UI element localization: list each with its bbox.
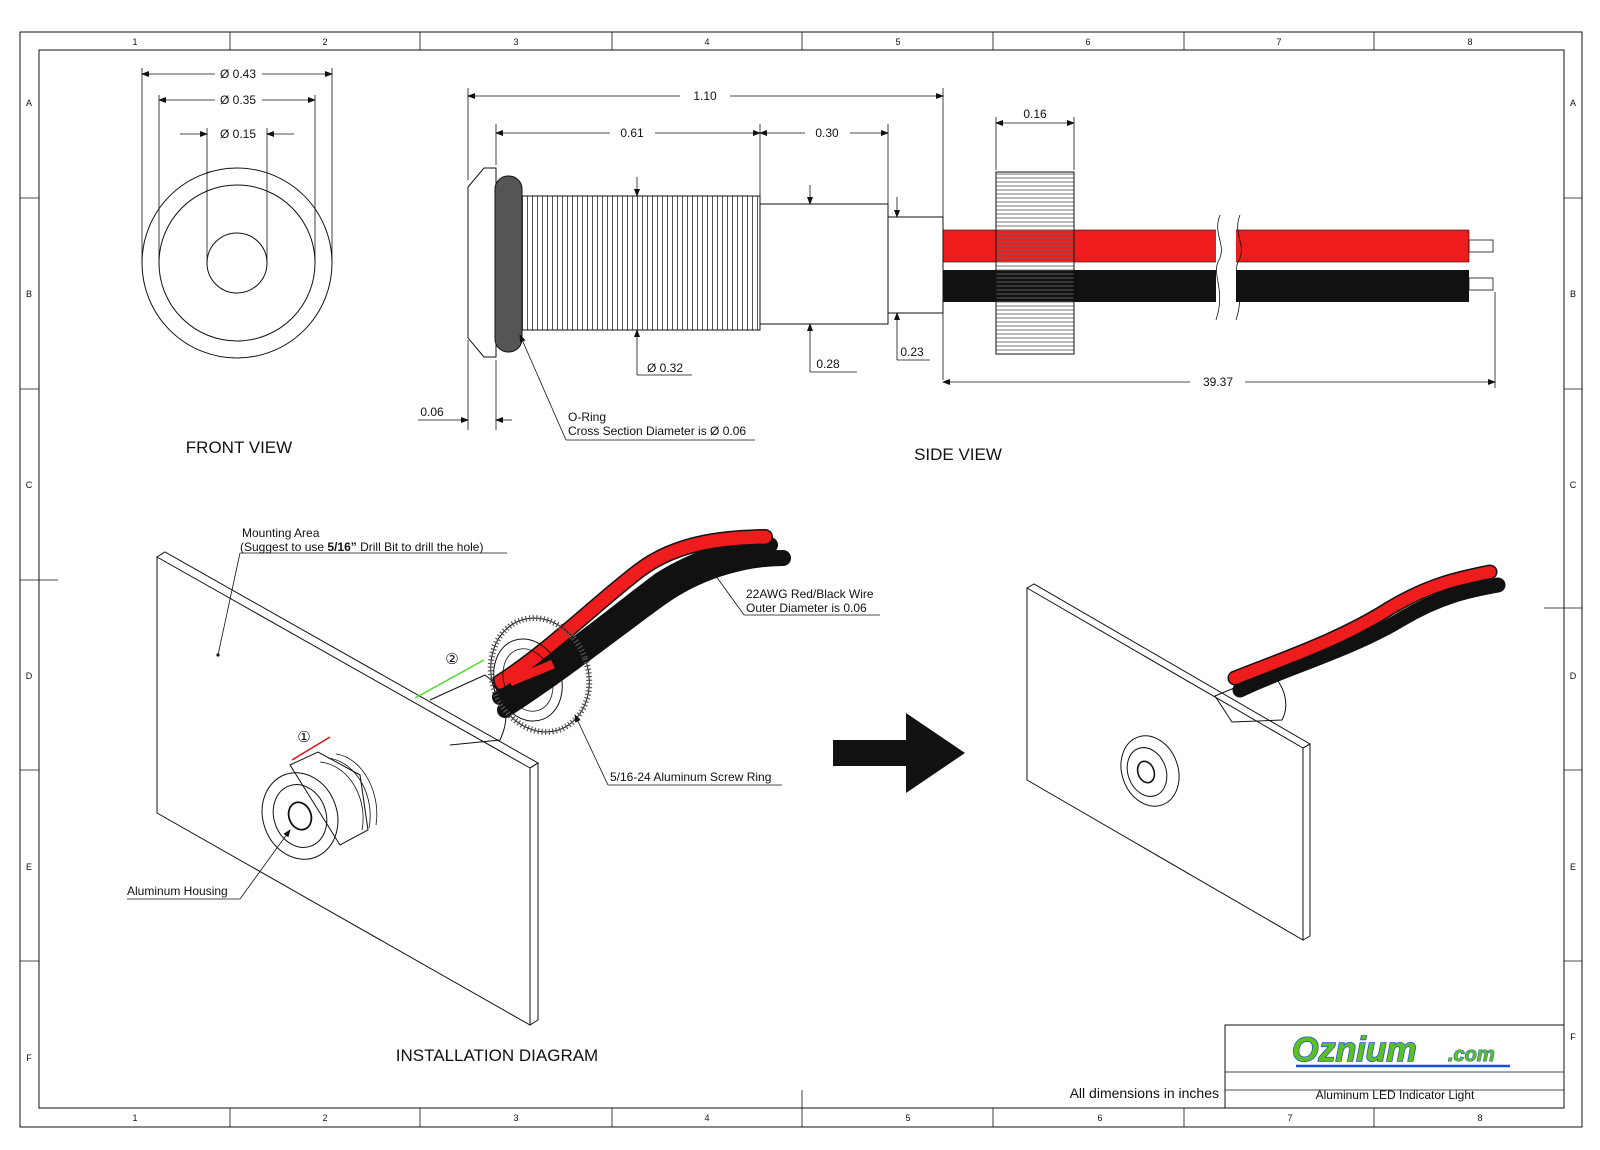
screw-ring-label: 5/16-24 Aluminum Screw Ring: [610, 770, 771, 784]
red-wire-tip: [1468, 239, 1494, 253]
housing-label: Aluminum Housing: [127, 884, 228, 898]
logo-main: Oznium: [1292, 1031, 1417, 1069]
col-label: 5: [895, 37, 900, 47]
dim-outer-diameter: Ø 0.43: [220, 67, 256, 81]
oring-note-title: O-Ring: [568, 410, 606, 424]
dim-overall-length: 1.10: [693, 89, 717, 103]
smooth-body: [759, 203, 889, 325]
col-label: 6: [1085, 37, 1090, 47]
o-ring: [494, 175, 523, 353]
col-label: 3: [513, 1113, 518, 1123]
mounted-panel: [1026, 587, 1304, 941]
row-label: D: [26, 671, 33, 681]
column-labels-top: 1 2 3 4 5 6 7 8: [132, 37, 1472, 47]
row-label: D: [1570, 671, 1577, 681]
product-name: Aluminum LED Indicator Light: [1316, 1088, 1475, 1102]
black-wire-tip: [1468, 277, 1494, 291]
col-label: 4: [704, 1113, 709, 1123]
front-view: Ø 0.43 Ø 0.35 Ø 0.15 FRONT VIEW: [141, 67, 333, 457]
col-label: 8: [1467, 37, 1472, 47]
mounting-area-note-a: (Suggest to use: [240, 540, 327, 554]
step2-line: [414, 659, 485, 699]
row-label: B: [1570, 289, 1576, 299]
installation-after: [1026, 564, 1506, 941]
dim-wire-length: 39.37: [1203, 375, 1233, 389]
mounting-area-note-b: Drill Bit to drill the hole): [357, 540, 484, 554]
dim-inner-diameter: Ø 0.15: [220, 127, 256, 141]
dim-thread-diameter: Ø 0.32: [647, 361, 683, 375]
logo-suffix: .com: [1448, 1044, 1495, 1066]
oznium-logo: Oznium .com: [1291, 1030, 1510, 1070]
dim-middle-diameter: Ø 0.35: [220, 93, 256, 107]
col-label: 2: [322, 37, 327, 47]
col-label: 3: [513, 37, 518, 47]
threaded-body: [521, 195, 761, 331]
dim-nut-width: 0.16: [1023, 107, 1047, 121]
mounting-area-title: Mounting Area: [242, 526, 320, 540]
row-label: C: [26, 480, 33, 490]
oring-note-detail: Cross Section Diameter is Ø 0.06: [568, 424, 746, 438]
col-label: 1: [132, 37, 137, 47]
row-label: F: [26, 1053, 32, 1063]
dim-thread-length: 0.61: [620, 126, 644, 140]
row-label: B: [26, 289, 32, 299]
wire-note-detail: Outer Diameter is 0.06: [746, 601, 867, 615]
transition-arrow: [833, 713, 965, 793]
front-view-title: FRONT VIEW: [186, 438, 292, 457]
col-label: 7: [1276, 37, 1281, 47]
col-label: 7: [1287, 1113, 1292, 1123]
dim-flange: 0.06: [420, 405, 444, 419]
col-label: 6: [1097, 1113, 1102, 1123]
end-cap: [887, 216, 944, 314]
outer-ring: [141, 167, 333, 359]
mounting-area-note: (Suggest to use 5/16” Drill Bit to drill…: [240, 540, 483, 554]
step2-marker: ②: [445, 651, 458, 668]
row-label: F: [1570, 1032, 1576, 1042]
row-label: C: [1570, 480, 1577, 490]
aluminum-housing: [261, 772, 339, 860]
row-label: E: [26, 862, 32, 872]
col-label: 1: [132, 1113, 137, 1123]
row-label: A: [26, 98, 32, 108]
row-labels-right: A B C D E F: [1570, 98, 1577, 1042]
col-label: 2: [322, 1113, 327, 1123]
side-view-title: SIDE VIEW: [914, 445, 1002, 464]
title-block: Oznium .com All dimensions in inches Alu…: [801, 1024, 1565, 1109]
installation-title: INSTALLATION DIAGRAM: [396, 1046, 598, 1065]
dim-body-height: 0.28: [816, 357, 840, 371]
step1-marker: ①: [297, 729, 310, 746]
col-label: 8: [1477, 1113, 1482, 1123]
drawing-frame: 1 2 3 4 5 6 7 8 1 2 3 4 5 6 7 8 A B C D …: [19, 31, 1583, 1128]
dim-cap-height: 0.23: [900, 345, 924, 359]
col-label: 4: [704, 37, 709, 47]
installation-before: ② ① Mounting Area (Suggest to use 5/16” …: [127, 526, 880, 1065]
row-labels-left: A B C D E F: [26, 98, 33, 1063]
dimensions-note: All dimensions in inches: [1070, 1085, 1219, 1101]
drill-bit-size: 5/16”: [327, 540, 356, 554]
middle-ring: [158, 184, 316, 342]
col-label: 5: [905, 1113, 910, 1123]
row-label: E: [1570, 862, 1576, 872]
row-label: A: [1570, 98, 1576, 108]
mounting-panel: [156, 556, 531, 1026]
mounted-housing: [1120, 735, 1180, 807]
column-labels-bottom: 1 2 3 4 5 6 7 8: [132, 1113, 1482, 1123]
side-view: 1.10 0.61 0.30 0.16 Ø 0.32 0.28 0.23 39.…: [418, 88, 1496, 464]
wire-note-title: 22AWG Red/Black Wire: [746, 587, 874, 601]
dim-body-length: 0.30: [815, 126, 839, 140]
flange: [467, 167, 497, 358]
lens-circle: [206, 232, 268, 294]
step1-line: [291, 736, 331, 761]
knurled-nut: [995, 171, 1075, 355]
